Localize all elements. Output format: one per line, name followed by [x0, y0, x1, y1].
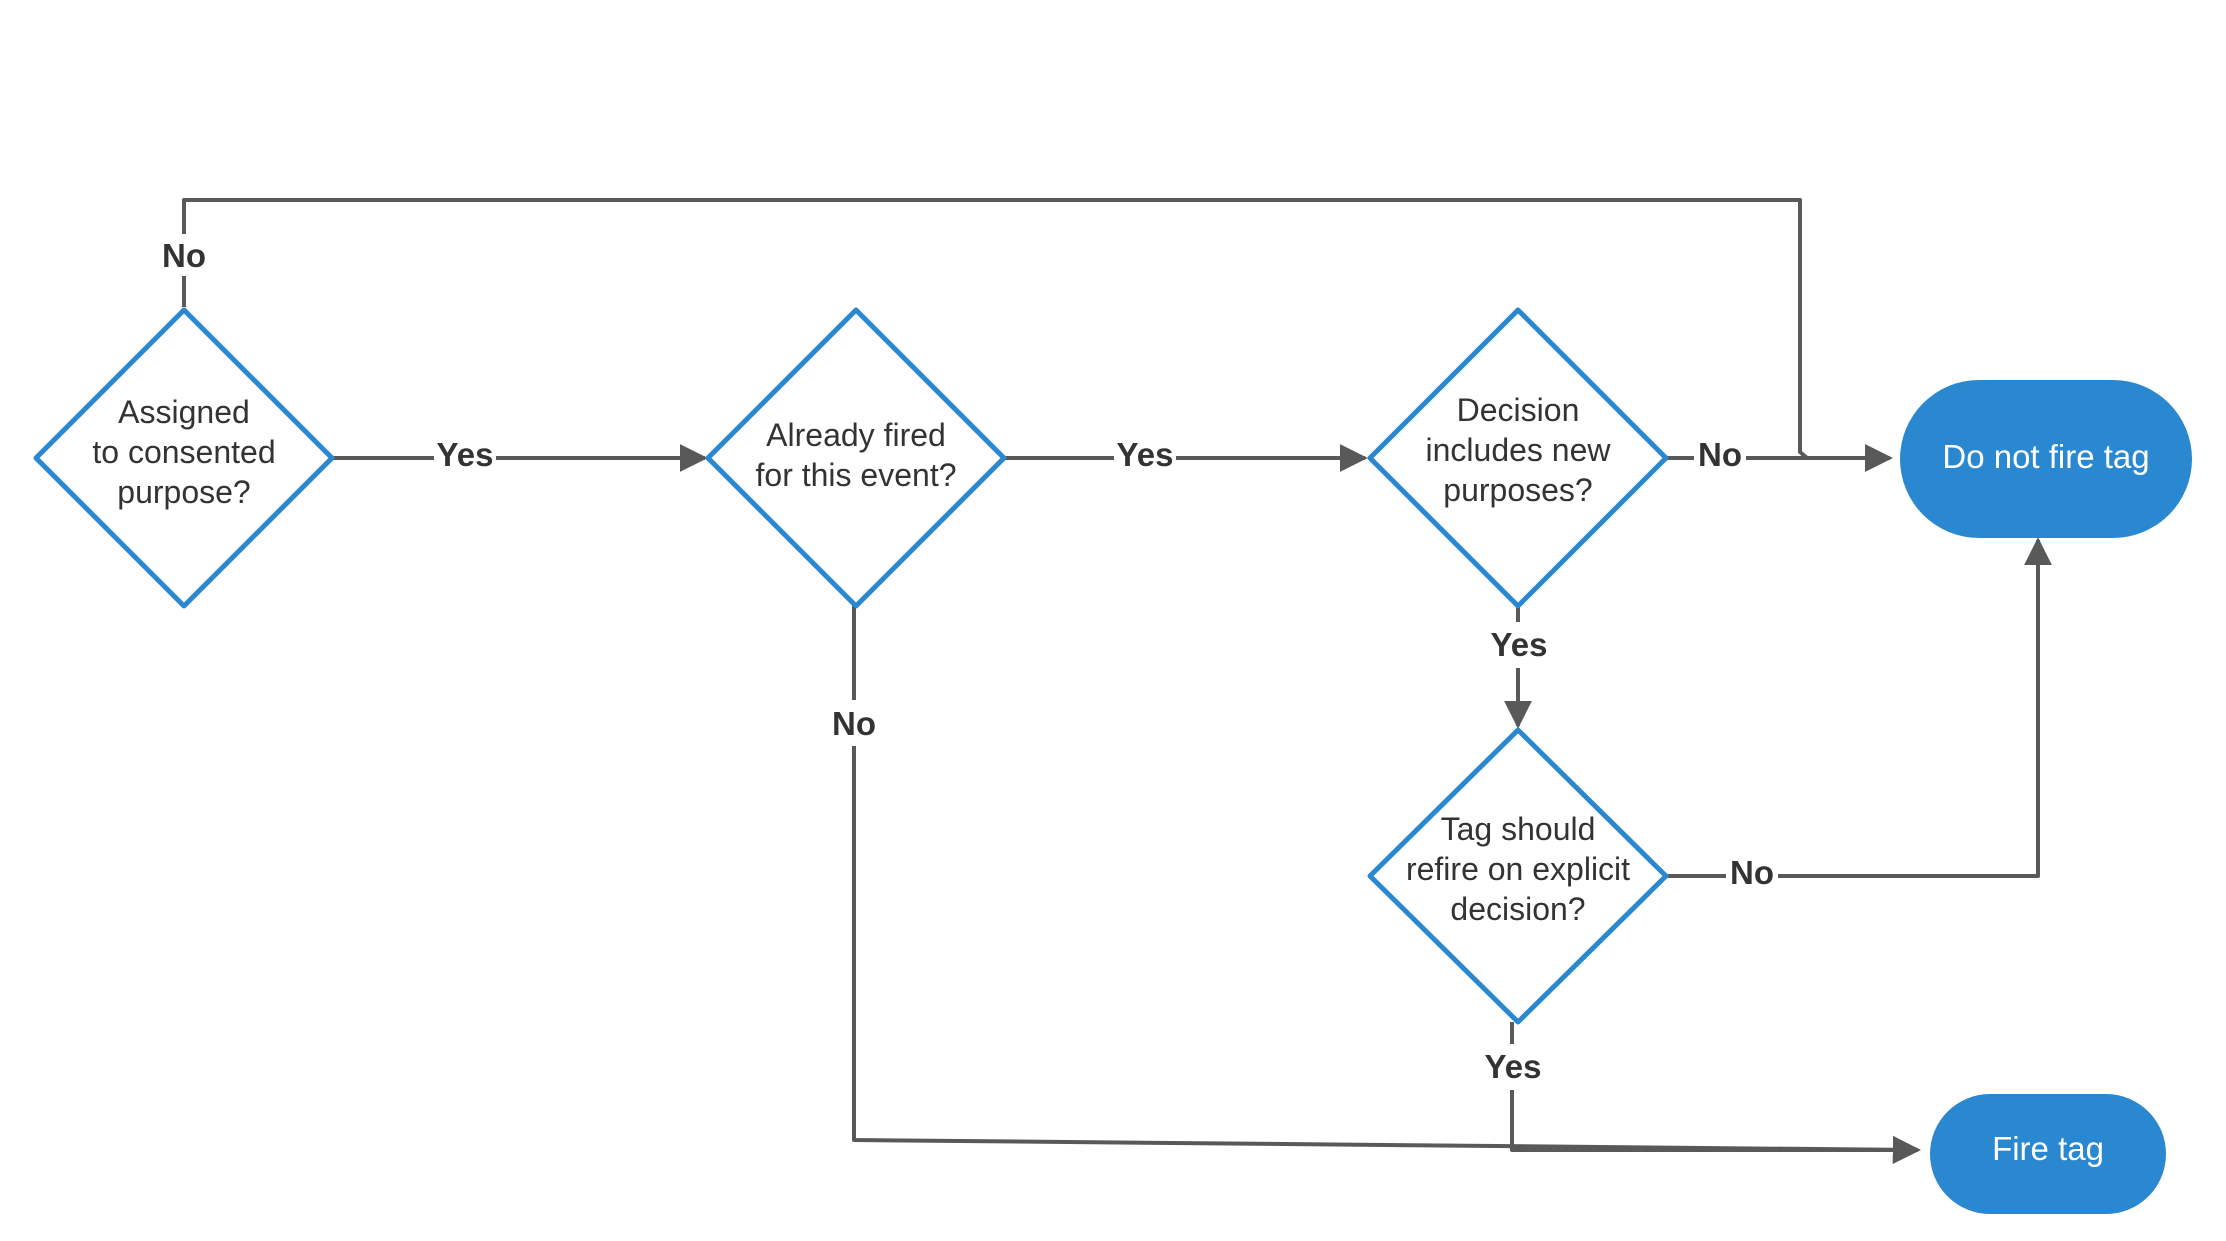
node-line: for this event? — [756, 457, 957, 493]
terminal-fire-tag: Fire tag — [1930, 1094, 2166, 1214]
edge-label-already-fired-no: No — [828, 700, 880, 746]
edge-label-assigned-no: No — [158, 234, 210, 276]
terminal-do-not-fire-tag: Do not fire tag — [1900, 380, 2192, 538]
edge-label-text: Yes — [437, 436, 494, 473]
edge-label-decision-new-no: No — [1694, 434, 1746, 476]
decision-already-fired: Already fired for this event? — [705, 307, 1007, 609]
edge-label-assigned-yes: Yes — [434, 434, 496, 476]
node-line: Decision — [1457, 392, 1580, 428]
node-line: includes new — [1426, 432, 1612, 468]
node-line: refire on explicit — [1406, 851, 1630, 887]
edge-label-text: Yes — [1485, 1048, 1542, 1085]
connector-refire-yes — [1510, 1022, 1921, 1164]
edge-label-already-fired-yes: Yes — [1114, 434, 1176, 476]
decision-assigned-to-consented-purpose: Assigned to consented purpose? — [33, 307, 335, 609]
node-line: decision? — [1450, 891, 1585, 927]
terminal-label: Do not fire tag — [1942, 438, 2149, 475]
node-line: Already fired — [766, 417, 946, 453]
terminal-label: Fire tag — [1992, 1130, 2104, 1167]
node-line: to consented — [92, 434, 275, 470]
decision-includes-new-purposes: Decision includes new purposes? — [1367, 307, 1669, 609]
edge-label-decision-new-yes: Yes — [1488, 622, 1550, 668]
edge-label-text: No — [162, 237, 206, 274]
node-line: purposes? — [1443, 472, 1592, 508]
connector-assigned-no — [182, 198, 1893, 472]
decision-tag-should-refire: Tag should refire on explicit decision? — [1367, 727, 1669, 1025]
edge-label-text: No — [1698, 436, 1742, 473]
node-line: Assigned — [118, 394, 250, 430]
edge-label-text: No — [1730, 854, 1774, 891]
connector-already-fired-no — [852, 604, 1921, 1164]
node-line: purpose? — [117, 474, 250, 510]
edge-label-text: Yes — [1117, 436, 1174, 473]
edge-label-text: Yes — [1491, 626, 1548, 663]
node-line: Tag should — [1441, 811, 1596, 847]
edge-label-refire-yes: Yes — [1482, 1044, 1544, 1090]
connector-refire-no — [1660, 537, 2052, 878]
edge-label-refire-no: No — [1726, 852, 1778, 894]
edge-label-text: No — [832, 705, 876, 742]
